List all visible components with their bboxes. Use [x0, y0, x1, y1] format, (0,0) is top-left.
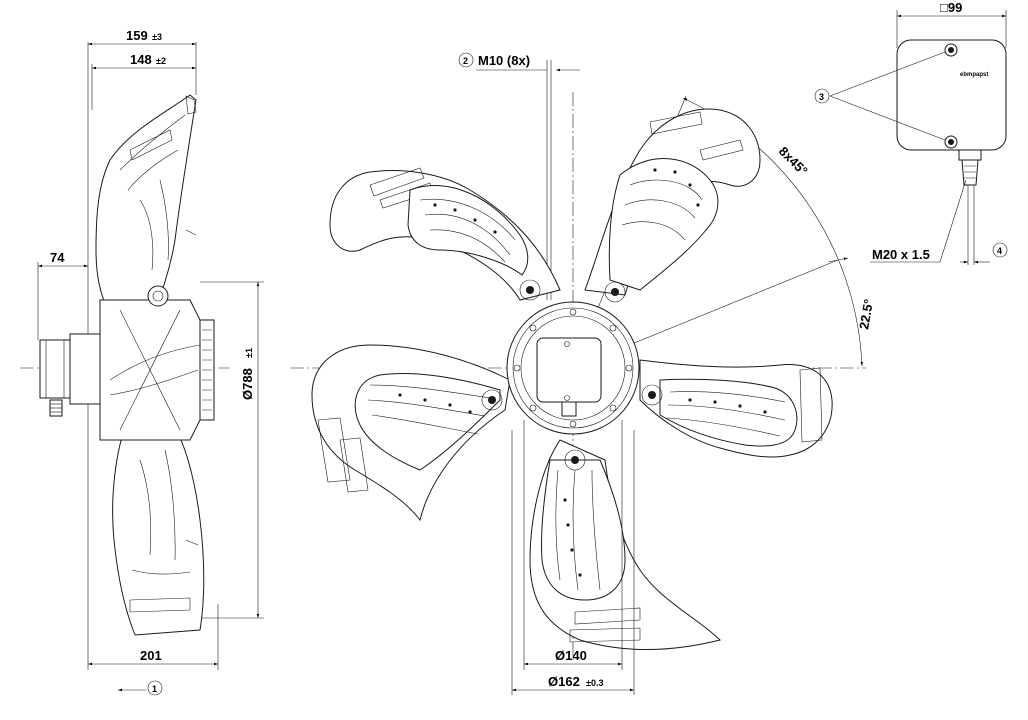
- dim-159: 159: [126, 28, 148, 43]
- front-view: [290, 60, 866, 660]
- terminal-box-detail: ebmpapst: [829, 10, 1007, 265]
- dim-159-tol: ±3: [152, 32, 162, 42]
- dim-162: Ø162: [548, 674, 580, 689]
- dim-148-tol: ±2: [156, 56, 166, 66]
- callout-2: 2: [463, 56, 468, 66]
- dim-box-99: □99: [940, 0, 962, 15]
- side-view: [20, 42, 264, 670]
- angle-22-5: 22.5°: [856, 298, 876, 331]
- angle-8x45: 8x45°: [776, 144, 811, 179]
- brand-logo: ebmpapst: [960, 72, 988, 78]
- callout-1: 1: [152, 684, 157, 694]
- dim-788: Ø788: [240, 368, 255, 400]
- dim-162-tol: ±0.3: [586, 678, 603, 688]
- dim-74: 74: [50, 250, 65, 265]
- callout-3: 3: [819, 92, 824, 102]
- callout-4: 4: [997, 246, 1002, 256]
- dim-140: Ø140: [555, 648, 587, 663]
- gland-thread: M20 x 1.5: [872, 247, 930, 262]
- dim-201: 201: [140, 648, 162, 663]
- dim-148: 148: [130, 52, 152, 67]
- dim-788-tol: ±1: [244, 348, 254, 358]
- bolt-label: M10 (8x): [478, 53, 530, 68]
